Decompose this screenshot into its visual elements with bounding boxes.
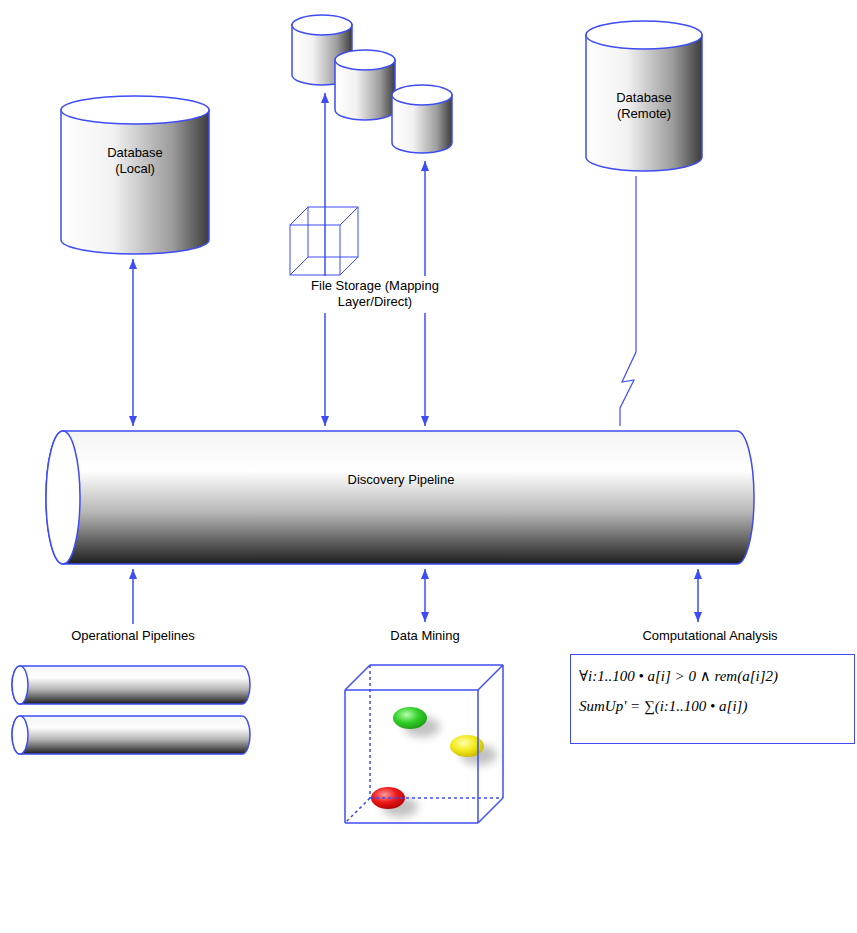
pipe-end	[12, 716, 28, 754]
pipeline: Discovery Pipeline	[45, 430, 757, 565]
node-shape	[330, 628, 520, 823]
cube-edge	[290, 257, 308, 275]
cube-edge	[345, 665, 370, 690]
pipe-body	[12, 666, 250, 704]
data-ball	[393, 707, 427, 729]
formula-text: ∀i:1..100 • a[i] > 0 ∧ rem(a[i]2)	[579, 667, 846, 685]
cylinder-top	[292, 15, 352, 35]
cylinder-top	[392, 85, 452, 105]
cube-edge	[369, 665, 371, 798]
pipe-body	[12, 716, 250, 754]
cube-edge	[477, 690, 479, 823]
node-label: Discovery Pipeline	[45, 472, 757, 488]
cube-edge	[370, 664, 503, 666]
cylinder-top	[335, 50, 395, 70]
connector-arrow	[132, 259, 134, 426]
cylinder-top	[61, 96, 209, 124]
connector-arrow	[324, 93, 326, 426]
cube-edge	[344, 690, 346, 823]
connector-arrow	[132, 569, 134, 624]
database-cylinder: Database (Local)	[60, 95, 210, 255]
cylinder-body	[586, 35, 702, 171]
pipe-end	[46, 431, 80, 564]
node-shape	[45, 430, 757, 565]
data-ball	[450, 735, 484, 757]
node-label: Database (Local)	[90, 145, 180, 178]
computational-analysis: ∀i:1..100 • a[i] > 0 ∧ rem(a[i]2) SumUp' …	[565, 628, 855, 748]
cube-back	[308, 207, 358, 257]
data-mining: Data Mining	[330, 628, 520, 823]
node-shape	[8, 628, 258, 760]
cube-edge	[502, 665, 504, 798]
cube-edge	[290, 207, 308, 225]
cube-edge	[345, 822, 478, 824]
node-label: Database (Remote)	[599, 90, 689, 123]
node-shape	[290, 10, 460, 158]
file-storage: File Storage (Mapping Layer/Direct)	[290, 10, 460, 158]
cube-edge	[478, 665, 503, 690]
formula-text: SumUp' = ∑(i:1..100 • a[i])	[579, 697, 846, 715]
cube-edge	[345, 689, 478, 691]
operational-pipelines: Operational Pipelines	[8, 628, 258, 760]
cube-edge	[345, 798, 370, 823]
connector-arrow	[697, 569, 699, 622]
lightning-link	[620, 176, 636, 426]
wire-cube	[290, 207, 358, 275]
node-label: Operational Pipelines	[8, 628, 258, 644]
cube-edge	[370, 797, 503, 799]
connector-arrow	[424, 569, 426, 622]
formula-box: ∀i:1..100 • a[i] > 0 ∧ rem(a[i]2) SumUp' …	[570, 654, 855, 744]
node-label: Computational Analysis	[565, 628, 855, 644]
pipe-end	[12, 666, 28, 704]
cube-edge	[478, 798, 503, 823]
node-label: Data Mining	[330, 628, 520, 644]
cube-front	[290, 225, 340, 275]
cylinder-top	[586, 21, 702, 49]
cube-edge	[340, 207, 358, 225]
node-label: File Storage (Mapping Layer/Direct)	[285, 276, 465, 313]
database-cylinder: Database (Remote)	[585, 20, 703, 172]
cylinder-body	[61, 110, 209, 254]
pipe-body	[46, 431, 754, 564]
cube-edge	[340, 257, 358, 275]
